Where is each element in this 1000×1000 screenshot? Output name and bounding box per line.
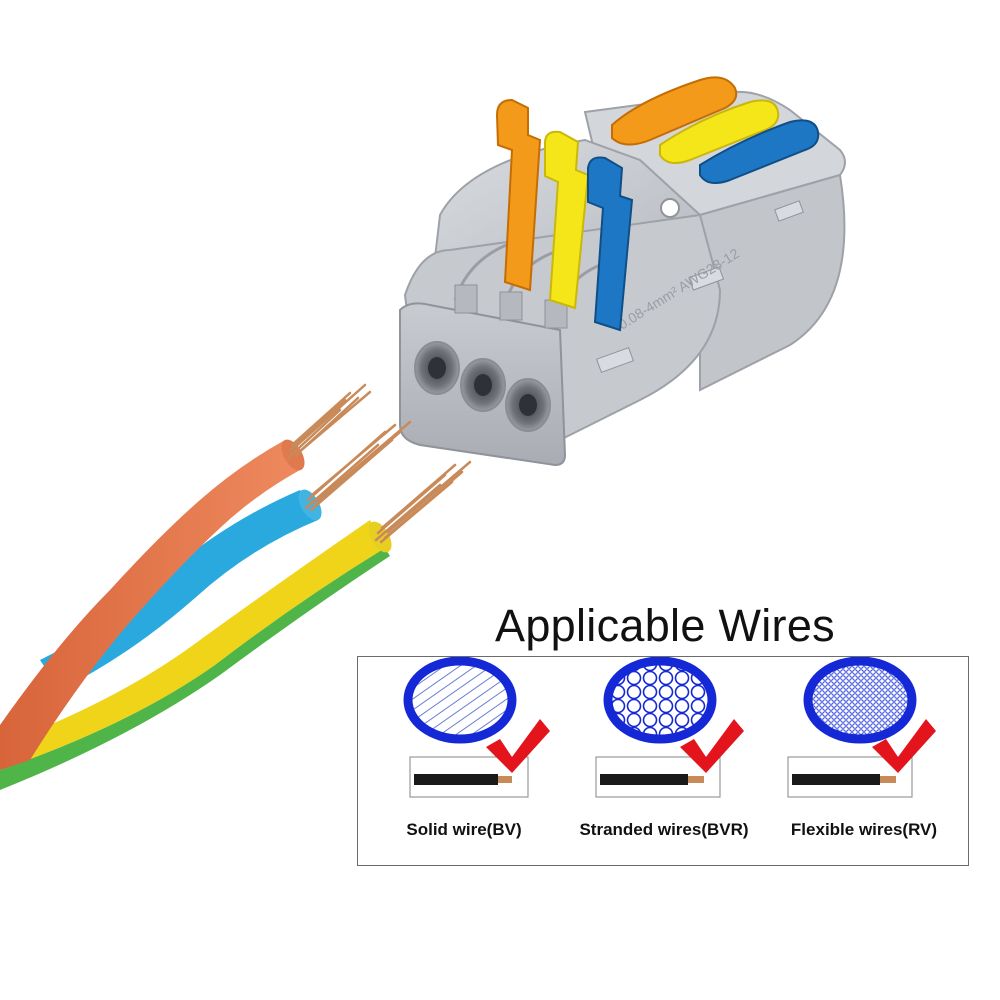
checkmark-icon <box>872 719 936 773</box>
wire-type-label: Flexible wires(RV) <box>790 820 938 839</box>
back-levers <box>611 76 820 185</box>
front-levers <box>495 98 634 332</box>
wire-type-solid: Solid wire(BV) <box>362 657 566 865</box>
electrical-wires <box>0 383 472 790</box>
wire-type-label: Solid wire(BV) <box>406 820 522 839</box>
wire-type-stranded: Stranded wires(BVR) <box>562 657 766 865</box>
wire-cross-section-icon <box>603 657 717 744</box>
checkmark-icon <box>486 719 550 773</box>
wire-cross-section-icon <box>803 657 917 744</box>
wire-type-label: Stranded wires(BVR) <box>579 820 749 839</box>
wire-types-panel: Solid wire(BV) Strande <box>357 656 969 866</box>
applicable-wires-heading: Applicable Wires <box>495 600 835 651</box>
checkmark-icon <box>680 719 744 773</box>
wire-type-flexible: Flexible wires(RV) <box>762 657 966 865</box>
wire-cross-section-icon <box>403 657 517 744</box>
